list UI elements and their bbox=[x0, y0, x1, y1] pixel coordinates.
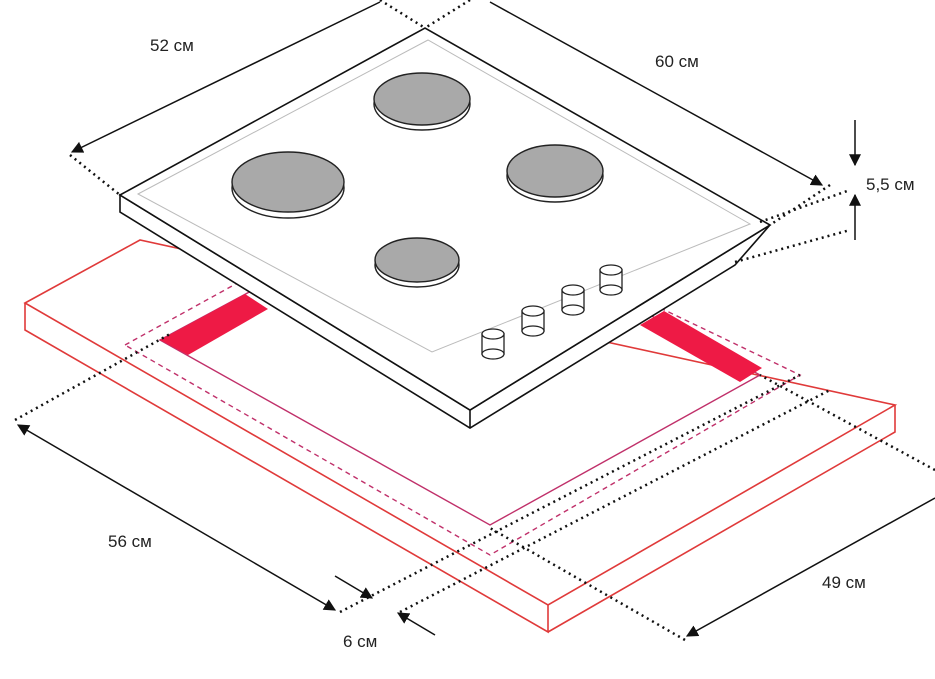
extension-lines bbox=[14, 0, 935, 642]
knob-icon bbox=[561, 284, 585, 316]
label-cutout-depth: 49 см bbox=[822, 573, 866, 592]
hob bbox=[118, 27, 772, 429]
label-hob-width: 60 см bbox=[655, 52, 699, 71]
burners bbox=[231, 72, 604, 288]
label-cutout-width: 56 см bbox=[108, 532, 152, 551]
label-hob-depth: 52 см bbox=[150, 36, 194, 55]
support-bar-right bbox=[640, 311, 762, 382]
knob-icon bbox=[521, 305, 545, 337]
control-knobs bbox=[481, 264, 623, 360]
knob-icon bbox=[481, 328, 505, 360]
dimension-arrows bbox=[16, 1, 935, 637]
label-edge-offset: 6 см bbox=[343, 632, 378, 651]
knob-icon bbox=[599, 264, 623, 296]
label-hob-height: 5,5 см bbox=[866, 175, 915, 194]
support-bar-left bbox=[160, 294, 268, 355]
